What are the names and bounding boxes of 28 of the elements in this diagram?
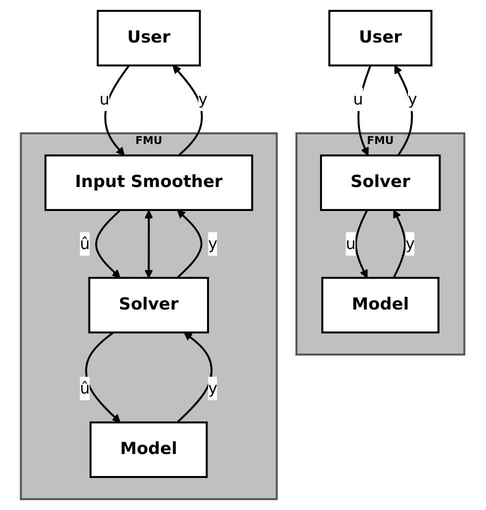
arrow (355, 210, 368, 278)
arrow (176, 332, 213, 424)
edge-label: y (408, 90, 418, 108)
edge-label: y (198, 90, 208, 108)
node-box: Model (322, 276, 440, 334)
node-box: Input Smoother (44, 154, 254, 211)
node-box: Solver (88, 276, 210, 334)
edge-label: y (208, 234, 218, 253)
node-box: Model (90, 421, 208, 478)
arrow (358, 65, 372, 156)
arrow (394, 65, 414, 156)
arrow (393, 210, 406, 278)
arrow (86, 332, 121, 423)
edge-label: u (346, 234, 356, 253)
arrow (96, 209, 122, 278)
arrow (144, 210, 154, 278)
edge-label: y (406, 234, 416, 253)
arrow (172, 65, 204, 156)
edge-label: u (100, 90, 110, 108)
node-box: Solver (320, 154, 442, 211)
edge-label: y (208, 378, 218, 398)
arrow (104, 64, 130, 156)
edge-label: û (80, 234, 90, 253)
node-box: User (97, 10, 202, 66)
arrow (176, 210, 203, 279)
edge-label: û (80, 378, 90, 398)
node-box: User (328, 10, 433, 66)
edge-label: u (353, 90, 364, 108)
